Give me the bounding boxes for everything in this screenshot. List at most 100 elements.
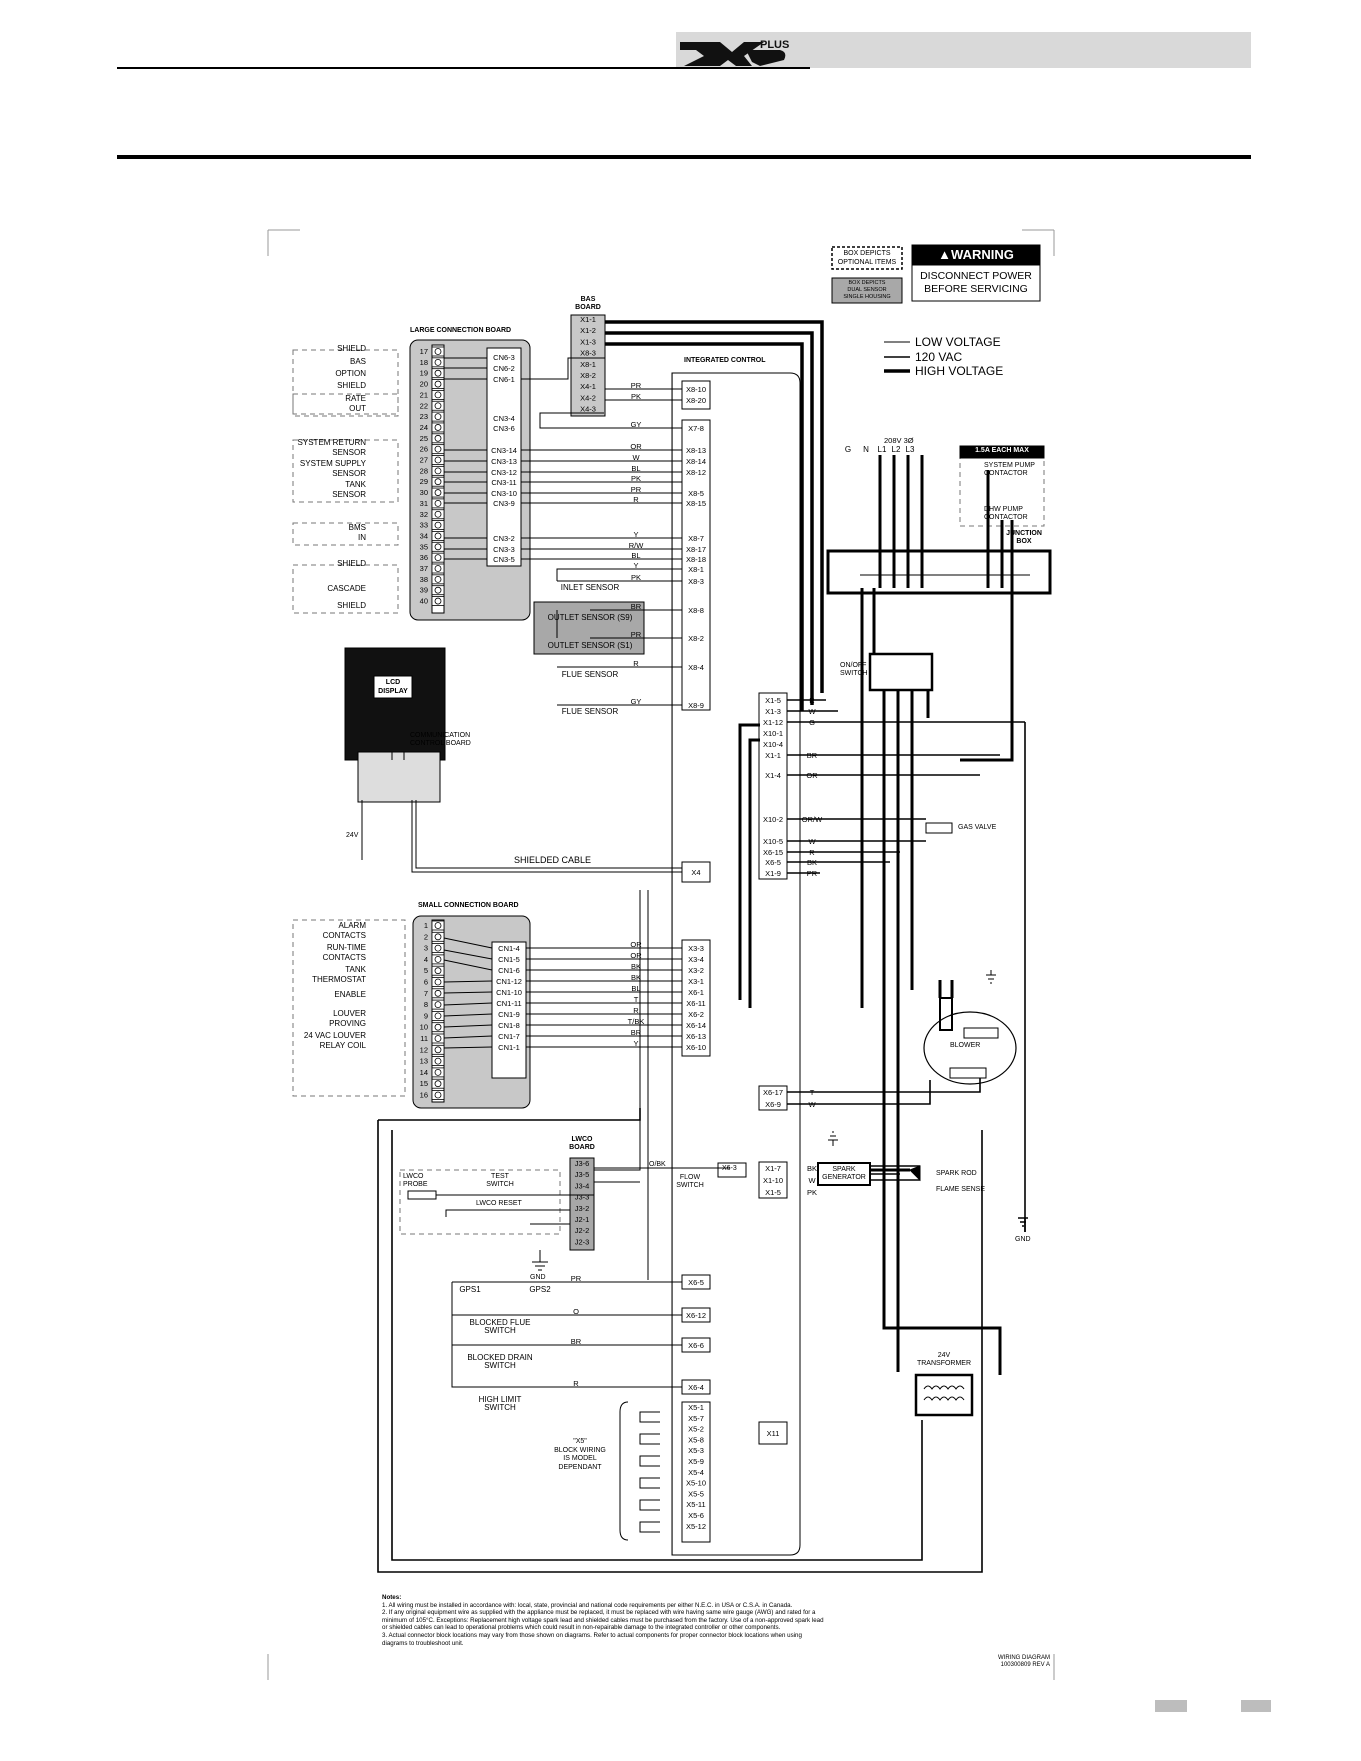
- x5-pin-label: X5-6: [688, 1511, 704, 1520]
- terminal-screw-icon: [434, 434, 442, 442]
- large-terminal-number: 23: [420, 412, 428, 421]
- terminal-screw-icon: [434, 575, 442, 583]
- large-terminal-number: 25: [420, 434, 428, 443]
- ic-small-pin-label: X6-11: [686, 999, 705, 1008]
- junction-terminal-label: L2: [892, 445, 901, 454]
- small-cn-label: CN1-12: [496, 977, 522, 986]
- switch-pin-label: X6-4: [688, 1383, 704, 1392]
- bas-pin-label: X4-1: [580, 382, 596, 391]
- ic-left-pin-label: X8-13: [686, 446, 706, 455]
- wire-colour-label: Y: [633, 1039, 638, 1048]
- large-terminal-number: 29: [420, 477, 428, 486]
- large-board-input-label: IN: [358, 533, 366, 542]
- logo-sup-text: PLUS: [760, 39, 789, 51]
- ic-left-pin-label: X8-15: [686, 499, 706, 508]
- warning-title-text: WARNING: [951, 247, 1014, 262]
- transformer-label: 24V TRANSFORMER: [916, 1352, 972, 1367]
- large-board-input-label: SYSTEM RETURN: [298, 438, 367, 447]
- ic-right-pin-label: X6-5: [765, 858, 781, 867]
- sensor-label: OUTLET SENSOR (S9): [548, 613, 633, 622]
- x5-pin-label: X5-10: [686, 1479, 706, 1488]
- large-cn-label: CN6-3: [493, 353, 515, 362]
- switch-label: GPS1: [459, 1285, 481, 1294]
- small-board-input-label: RUN-TIME: [327, 943, 366, 952]
- ic-left-pin-label: X8-8: [688, 606, 704, 615]
- ic-right-pin-label: X1-9: [765, 869, 781, 878]
- terminal-screw-icon: [434, 456, 442, 464]
- wire-colour-label: T/BK: [628, 1017, 645, 1026]
- lwco-pin-label: J3-4: [575, 1181, 590, 1190]
- terminal-screw-icon: [434, 1046, 442, 1054]
- wire-colour-label: W: [808, 837, 816, 846]
- ic-left-pin-label: X8-9: [688, 701, 704, 710]
- wire-colour-label: BL: [631, 984, 640, 993]
- lwco-pin-label: J2-2: [575, 1226, 590, 1235]
- note-2: 2. If any original equipment wire as sup…: [382, 1609, 816, 1617]
- ic-right-pin-label: X6-15: [763, 848, 783, 857]
- small-terminal-number: 13: [420, 1057, 428, 1066]
- sensor-label: FLUE SENSOR: [562, 670, 619, 679]
- wire-colour-label: PR: [631, 485, 642, 494]
- x5-pin-label: X5-11: [686, 1500, 705, 1509]
- small-cn-label: CN1-10: [496, 988, 522, 997]
- lwco-reset-label: LWCO RESET: [476, 1200, 522, 1207]
- wire-colour-label: O: [573, 1307, 579, 1316]
- lcd-display-label: LCD DISPLAY: [378, 679, 408, 695]
- wire-colour-label: T: [810, 1088, 815, 1097]
- ic-small-pin-label: X3-2: [688, 966, 704, 975]
- ic-left-pin-label: X8-2: [688, 634, 704, 643]
- legend-high-voltage: HIGH VOLTAGE: [915, 364, 1004, 378]
- ic-right-pin-label: X10-4: [763, 740, 783, 749]
- ic-right-pin-label: X10-5: [763, 837, 783, 846]
- terminal-screw-icon: [434, 967, 442, 975]
- power-label: 208V 3Ø: [884, 436, 914, 445]
- small-board-input-label: CONTACTS: [323, 931, 366, 940]
- flow-switch-label: FLOW SWITCH: [676, 1174, 704, 1189]
- large-board-input-label: BAS: [350, 357, 366, 366]
- switch-pin-label: X6-5: [688, 1278, 704, 1287]
- large-board-input-label: SHIELD: [337, 344, 366, 353]
- large-cn-label: CN3-11: [491, 478, 516, 487]
- terminal-screw-icon: [434, 933, 442, 941]
- ic-left-pin-label: X8-18: [686, 555, 706, 564]
- junction-terminal-label: L3: [906, 445, 915, 454]
- legend-optional: BOX DEPICTS OPTIONAL ITEMS: [837, 250, 897, 266]
- large-terminal-number: 21: [420, 390, 428, 399]
- terminal-screw-icon: [434, 1069, 442, 1076]
- large-cn-label: CN3-4: [493, 414, 515, 423]
- lwco-pin-label: J2-3: [575, 1237, 590, 1246]
- small-cn-label: CN1-9: [498, 1010, 520, 1019]
- ic-left-pin-label: X8-1: [688, 565, 704, 574]
- switch-pin-label: X6-12: [686, 1311, 706, 1320]
- v24-label: 24V: [346, 832, 359, 839]
- ic-left-pin-label: X7-8: [688, 424, 704, 433]
- lwco-pin-label: J3-6: [575, 1159, 590, 1168]
- lwco-pin-label: J3-3: [575, 1193, 590, 1202]
- ic-small-pin-label: X3-4: [688, 955, 704, 964]
- terminal-screw-icon: [434, 467, 442, 475]
- x5-pin-label: X5-3: [688, 1446, 704, 1455]
- wire-colour-label: BK: [807, 1164, 817, 1173]
- small-terminal-number: 16: [420, 1091, 428, 1100]
- large-board-label: LARGE CONNECTION BOARD: [410, 327, 512, 334]
- wire-colour-label: OR: [630, 442, 642, 451]
- ic-left-pin-label: X8-10: [686, 385, 706, 394]
- large-terminal-number: 33: [420, 521, 428, 530]
- wire-colour-label: R: [573, 1379, 579, 1388]
- wire-colour-label: R: [633, 495, 639, 504]
- large-cn-label: CN3-3: [493, 545, 515, 554]
- switch-label: SWITCH: [484, 1361, 516, 1370]
- bas-pin-label: X1-3: [580, 337, 596, 346]
- terminal-screw-icon: [434, 499, 442, 507]
- switch-label: SWITCH: [484, 1403, 516, 1412]
- ic-right-pin-label: X1-4: [765, 771, 781, 780]
- wire-colour-label: BK: [631, 973, 641, 982]
- ic-small-pin-label: X6-13: [686, 1032, 706, 1041]
- bas-pin-label: X1-1: [580, 315, 596, 324]
- large-board-input-label: SYSTEM SUPPLY: [300, 459, 367, 468]
- ob-label: O/BK: [649, 1161, 666, 1168]
- terminal-screw-icon: [434, 369, 442, 377]
- x63-label: X6-3: [722, 1165, 737, 1172]
- wire-colour-label: BR: [807, 751, 818, 760]
